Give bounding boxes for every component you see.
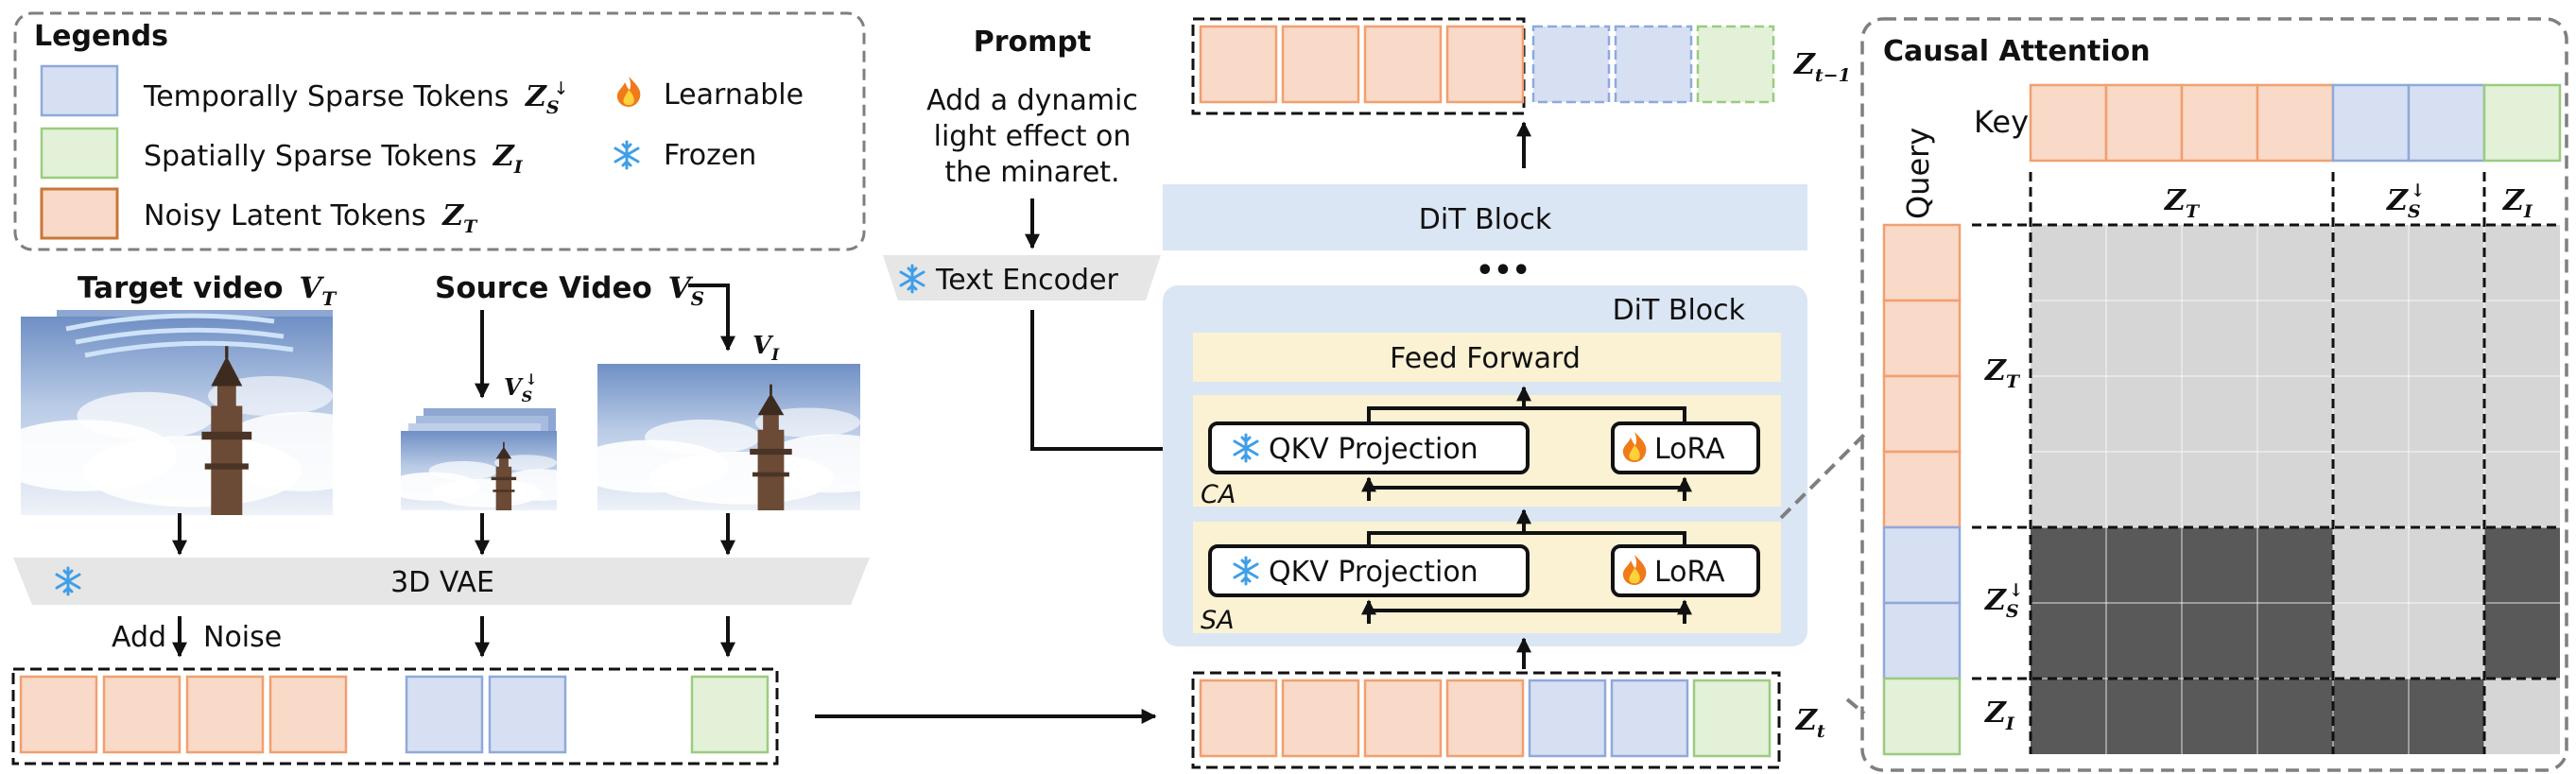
svg-text:Zt: Zt — [1795, 704, 1825, 742]
target-video-frames — [21, 310, 333, 515]
legend-label-learnable: Learnable — [664, 78, 804, 112]
svg-text:Spatially Sparse Tokens: Spatially Sparse Tokens ZI — [144, 140, 524, 178]
row-header-zt: Z — [1984, 354, 2007, 387]
ellipsis: ••• — [1476, 254, 1530, 287]
causal-attention-panel: Causal Attention Key Query — [1860, 17, 2568, 772]
vi-label: V — [752, 332, 774, 360]
svg-text:Source Video VS: Source Video VS — [435, 271, 704, 310]
zoom-line-bottom — [1845, 697, 1866, 715]
col-header-zt: Z — [2164, 184, 2187, 217]
spatial-frame-image — [597, 364, 860, 510]
svg-text:Zt−1: Zt−1 — [1793, 48, 1851, 86]
noise-label: Noise — [203, 621, 282, 654]
legend-label-spatial: Spatially Sparse Tokens — [144, 140, 476, 173]
z-t-minus-1-label: Z — [1793, 48, 1816, 81]
target-video-image — [21, 317, 333, 515]
qkv-sa-label: QKV Projection — [1269, 556, 1478, 589]
svg-text:ZI: ZI — [1984, 697, 2015, 734]
svg-text:VS↓: VS↓ — [504, 370, 538, 405]
attention-title: Causal Attention — [1883, 35, 2151, 68]
query-label: Query — [1900, 128, 1936, 219]
feed-forward — [1193, 333, 1781, 382]
svg-text:ZT: ZT — [2164, 184, 2201, 222]
legend-label-noisy: Noisy Latent Tokens — [144, 199, 426, 232]
feed-forward-label: Feed Forward — [1390, 342, 1581, 375]
flame-icon — [616, 77, 641, 107]
add-label: Add — [112, 621, 166, 654]
col-header-zi: Z — [2502, 184, 2525, 217]
svg-text:Noisy Latent Tokens ZT: Noisy Latent Tokens ZT — [144, 199, 478, 237]
svg-text:VI: VI — [752, 332, 780, 365]
row-header-zs: Z — [1984, 584, 2007, 617]
qkv-ca-label: QKV Projection — [1269, 433, 1478, 466]
key-tokens — [2029, 83, 2562, 163]
ca-label: CA — [1201, 480, 1236, 509]
prompt-title: Prompt — [974, 26, 1091, 59]
z-t-label: Z — [1795, 704, 1818, 737]
vs-down-label: V — [504, 373, 524, 401]
svg-text:ZS↓: ZS↓ — [2386, 181, 2426, 222]
svg-text:ZS↓: ZS↓ — [1984, 580, 2024, 622]
dit-block-top — [1163, 184, 1807, 250]
input-tokens — [19, 675, 769, 754]
prompt-line-1: Add a dynamic — [926, 84, 1138, 117]
prompt-line-2: light effect on — [934, 120, 1132, 153]
attention-panel-border — [1860, 17, 2568, 772]
lora-ca-label: LoRA — [1654, 433, 1725, 466]
dit-block-label: DiT Block — [1613, 294, 1746, 327]
sa-label: SA — [1201, 606, 1235, 635]
row-header-zi: Z — [1984, 697, 2007, 730]
vae-label: 3D VAE — [390, 566, 494, 599]
svg-text:Target video VT: Target video VT — [78, 271, 337, 310]
dit-block-top-label: DiT Block — [1419, 203, 1552, 236]
text-encoder-label: Text Encoder — [935, 264, 1119, 297]
legend-swatch-noisy — [40, 187, 119, 240]
current-tokens — [1199, 679, 1772, 758]
target-video-label: Target video — [78, 271, 284, 305]
current-token-row — [1191, 671, 1781, 769]
prompt-section: Prompt Add a dynamic light effect on the… — [883, 26, 1207, 456]
sparse-video-frames — [401, 408, 557, 510]
svg-text:ZI: ZI — [2502, 184, 2533, 222]
key-label: Key — [1974, 104, 2029, 140]
legend-title: Legends — [34, 20, 168, 53]
lora-sa-label: LoRA — [1654, 556, 1725, 589]
snowflake-icon — [614, 140, 640, 170]
source-video-label: Source Video — [435, 271, 652, 305]
dit-stack: Zt−1 DiT Block ••• DiT Block Feed Forwar… — [1163, 17, 1851, 769]
legend-label-temporal: Temporally Sparse Tokens — [143, 80, 509, 113]
video-inputs: Target video VT Source Video VS VS↓ VI — [11, 271, 1157, 765]
prompt-line-3: the minaret. — [944, 156, 1119, 189]
col-header-zs: Z — [2386, 184, 2409, 217]
query-tokens — [1882, 223, 1962, 756]
output-tokens — [1199, 25, 1775, 104]
svg-text:ZT: ZT — [1984, 354, 2021, 392]
legend-swatch-temporal — [40, 64, 119, 117]
legend-swatch-spatial — [40, 127, 119, 180]
text-encoder — [883, 255, 1161, 301]
legend-border — [13, 11, 866, 251]
legend-label-frozen: Frozen — [664, 139, 756, 172]
vae-bar — [13, 558, 870, 605]
sparse-video-image — [401, 431, 557, 510]
input-token-row — [11, 667, 779, 765]
attention-matrix — [1972, 172, 2560, 754]
svg-text:Temporally Sparse Tokens: Temporally Sparse Tokens ZS↓ — [143, 78, 569, 118]
legend: Legends Temporally Sparse Tokens ZS↓ Lea… — [13, 11, 866, 251]
